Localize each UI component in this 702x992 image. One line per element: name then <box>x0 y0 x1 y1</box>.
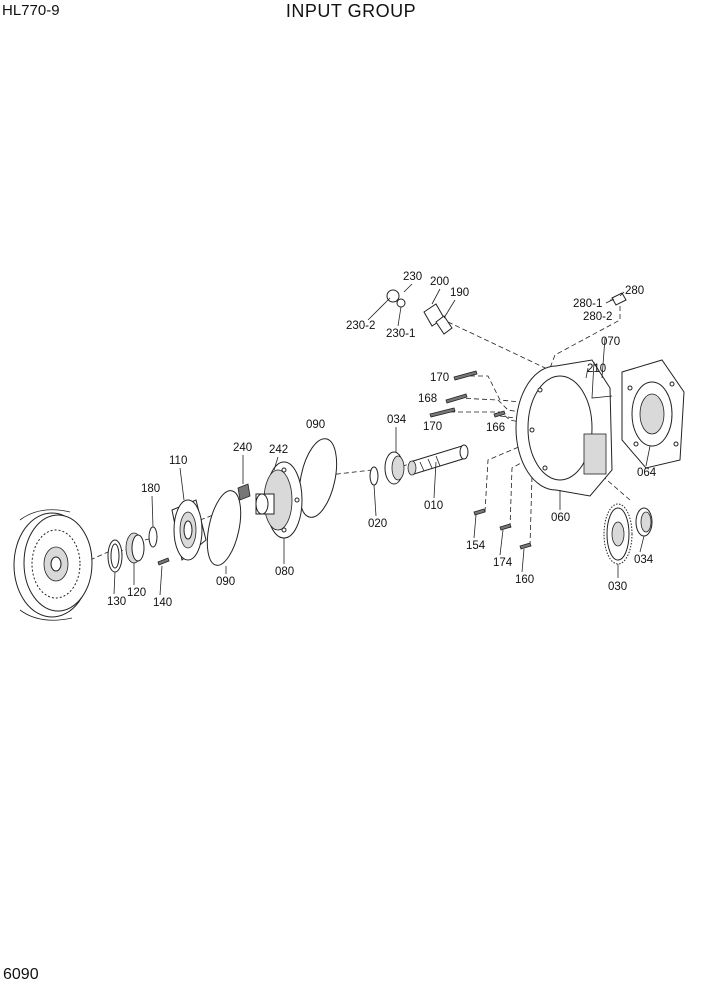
callout-034-upper: 034 <box>387 414 407 426</box>
callout-168: 168 <box>418 393 437 405</box>
callout-190: 190 <box>450 287 469 299</box>
callout-080: 080 <box>275 566 294 578</box>
bolt-240 <box>237 483 251 501</box>
pump-housing-080 <box>255 461 303 539</box>
callout-160: 160 <box>515 574 534 586</box>
cover-070 <box>621 359 685 469</box>
callout-064: 064 <box>637 467 657 479</box>
callout-210: 210 <box>587 363 606 375</box>
callout-030: 030 <box>608 581 627 593</box>
callout-labels: 230 200 190 230-2 230-1 280 280-1 280-2 … <box>107 271 657 609</box>
torque-converter <box>13 509 93 621</box>
callout-130: 130 <box>107 596 126 608</box>
bearing-120 <box>125 532 145 564</box>
snap-ring-180 <box>148 526 158 548</box>
callout-060: 060 <box>551 512 570 524</box>
bearing-034-upper <box>384 451 405 485</box>
callout-leaders <box>113 283 651 596</box>
snap-ring-020 <box>369 466 379 486</box>
gear-030 <box>603 503 633 565</box>
callout-242: 242 <box>269 444 288 456</box>
o-ring-090-right <box>298 438 338 518</box>
callout-230-1: 230-1 <box>386 328 415 340</box>
callout-034-lower: 034 <box>634 554 654 566</box>
bolts-misc <box>429 370 532 550</box>
bolt-140 <box>157 557 170 566</box>
page-number: 6090 <box>3 966 39 983</box>
callout-170-lower: 170 <box>423 421 442 433</box>
pump-plate-110 <box>171 499 207 561</box>
callout-280: 280 <box>625 285 644 297</box>
callout-110: 110 <box>169 455 187 467</box>
callout-120: 120 <box>127 587 146 599</box>
callout-280-2: 280-2 <box>583 311 612 323</box>
bearing-034-lower <box>635 507 653 537</box>
callout-280-1: 280-1 <box>573 298 602 310</box>
callout-200: 200 <box>430 276 449 288</box>
callout-090-left: 090 <box>216 576 235 588</box>
callout-174: 174 <box>493 557 513 569</box>
callout-154: 154 <box>466 540 486 552</box>
callout-090-right: 090 <box>306 419 325 431</box>
callout-166: 166 <box>486 422 505 434</box>
callout-070: 070 <box>601 336 620 348</box>
valve-parts <box>386 289 627 335</box>
callout-180: 180 <box>141 483 160 495</box>
callout-140: 140 <box>153 597 172 609</box>
callout-020: 020 <box>368 518 387 530</box>
seal-ring-130 <box>107 539 123 573</box>
callout-240: 240 <box>233 442 252 454</box>
callout-170-upper: 170 <box>430 372 449 384</box>
o-ring-090-left <box>206 490 242 566</box>
callout-010: 010 <box>424 500 443 512</box>
page-title: INPUT GROUP <box>285 1 417 21</box>
housing-060 <box>515 359 613 497</box>
input-shaft-010 <box>407 444 469 476</box>
callout-230: 230 <box>403 271 422 283</box>
callout-230-2: 230-2 <box>346 320 375 332</box>
model-number: HL770-9 <box>2 2 60 19</box>
